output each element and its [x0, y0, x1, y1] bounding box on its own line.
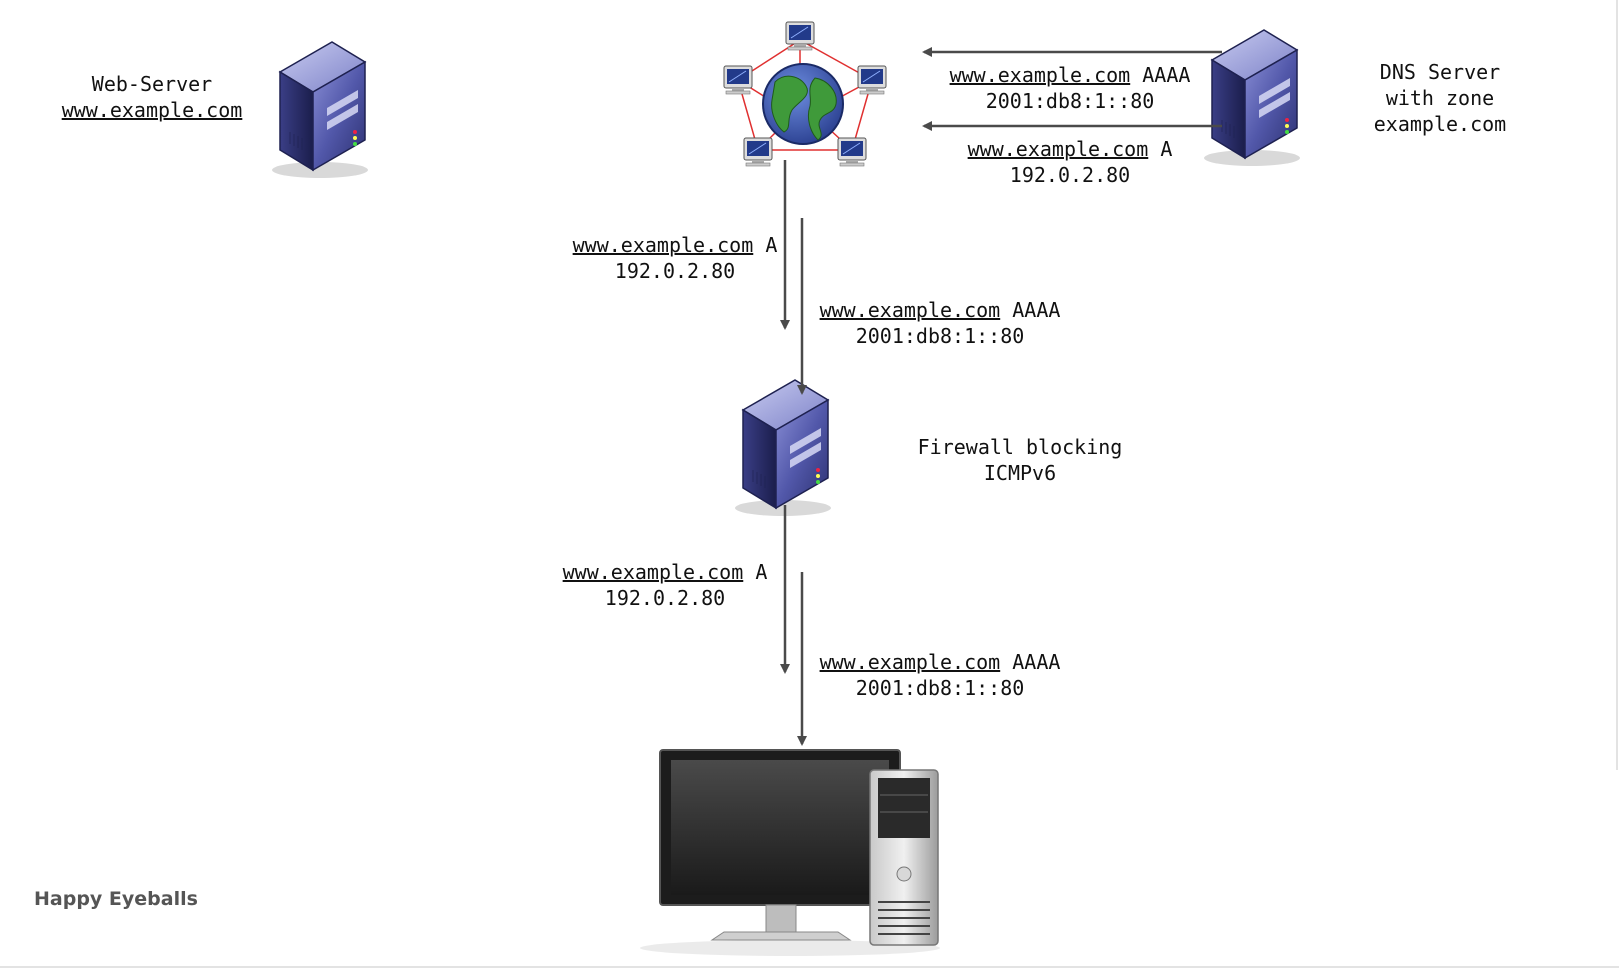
firewall-label: Firewall blocking ICMPv6 [900, 434, 1140, 486]
dns-a-label: www.example.com A 192.0.2.80 [930, 136, 1210, 188]
fw-pc-a-addr: 192.0.2.80 [604, 586, 726, 610]
dns-aaaa-host-link[interactable]: www.example.com [949, 63, 1131, 87]
net-fw-aaaa-host-link[interactable]: www.example.com [819, 298, 1001, 322]
web-server-title: Web-Server [91, 72, 213, 96]
fw-pc-a-type: A [755, 560, 768, 584]
firewall-server-icon [734, 379, 832, 517]
dns-server-title: DNS Server [1379, 60, 1501, 84]
dns-aaaa-label: www.example.com AAAA 2001:db8:1::80 [930, 62, 1210, 114]
firewall-subtitle: ICMPv6 [983, 461, 1057, 485]
bottom-border [0, 966, 1619, 968]
right-border [1616, 0, 1618, 770]
net-fw-aaaa-type: AAAA [1012, 298, 1061, 322]
dns-aaaa-addr: 2001:db8:1::80 [985, 89, 1155, 113]
net-fw-a-label: www.example.com A 192.0.2.80 [540, 232, 810, 284]
fw-pc-aaaa-label: www.example.com AAAA 2001:db8:1::80 [800, 649, 1080, 701]
dns-aaaa-type: AAAA [1142, 63, 1191, 87]
client-computer-icon [640, 749, 940, 956]
dns-server-subtitle: with zone [1385, 86, 1495, 110]
web-server-host-link[interactable]: www.example.com [61, 98, 243, 122]
net-fw-a-host-link[interactable]: www.example.com [572, 233, 754, 257]
dns-server-zone: example.com [1373, 112, 1507, 136]
web-server-icon [271, 41, 369, 179]
firewall-title: Firewall blocking [917, 435, 1123, 459]
net-fw-a-addr: 192.0.2.80 [614, 259, 736, 283]
web-server-label: Web-Server www.example.com [52, 71, 252, 123]
dns-a-host-link[interactable]: www.example.com [967, 137, 1149, 161]
dns-a-type: A [1160, 137, 1173, 161]
fw-pc-aaaa-type: AAAA [1012, 650, 1061, 674]
fw-pc-aaaa-addr: 2001:db8:1::80 [855, 676, 1025, 700]
dns-server-icon [1203, 29, 1301, 167]
diagram-caption: Happy Eyeballs [34, 888, 198, 910]
fw-pc-a-label: www.example.com A 192.0.2.80 [530, 559, 800, 611]
net-fw-aaaa-addr: 2001:db8:1::80 [855, 324, 1025, 348]
fw-pc-a-host-link[interactable]: www.example.com [562, 560, 744, 584]
fw-pc-aaaa-host-link[interactable]: www.example.com [819, 650, 1001, 674]
internet-network-icon [723, 21, 887, 167]
net-fw-aaaa-label: www.example.com AAAA 2001:db8:1::80 [800, 297, 1080, 349]
dns-a-addr: 192.0.2.80 [1009, 163, 1131, 187]
dns-server-label: DNS Server with zone example.com [1340, 59, 1540, 137]
net-fw-a-type: A [765, 233, 778, 257]
